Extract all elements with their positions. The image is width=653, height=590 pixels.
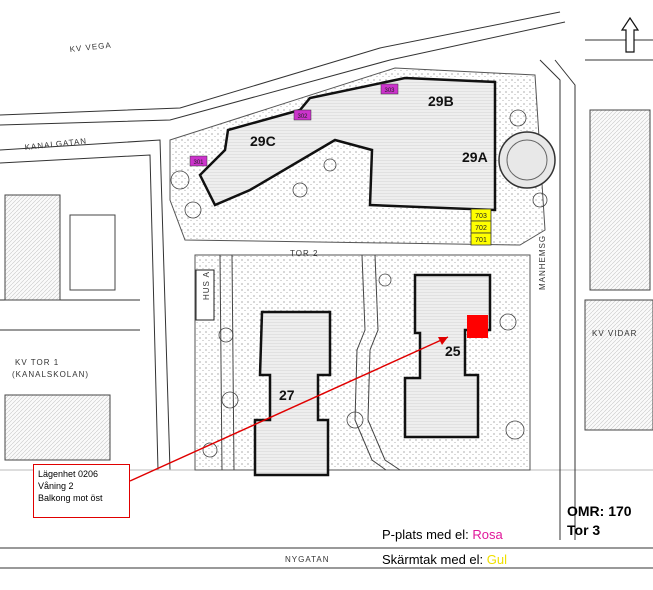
area-omr: OMR: 170 xyxy=(567,503,632,519)
building-label-29b: 29B xyxy=(428,93,454,109)
building-label-29a: 29A xyxy=(462,149,488,165)
legend-roof-label: Skärmtak med el: xyxy=(382,552,487,567)
pink-parking-markers: 301 302 303 xyxy=(189,83,399,167)
pointer-line xyxy=(129,336,449,482)
street-label-manhemsg: MANHEMSG xyxy=(538,235,547,290)
building-29 xyxy=(198,76,497,212)
roof-label-702: 702 xyxy=(475,225,487,232)
building-27 xyxy=(253,310,332,477)
street-label-kv-tor-sub: (KANALSKOLAN) xyxy=(12,370,89,379)
legend-roof-value: Gul xyxy=(486,552,507,567)
street-lines xyxy=(0,11,653,569)
area-info: OMR: 170 Tor 3 xyxy=(567,502,632,540)
apartment-callout: Lägenhet 0206 Våning 2 Balkong mot öst xyxy=(33,464,130,518)
label-hus-a: HUS A xyxy=(202,271,211,300)
yellow-roof-markers: 703 702 701 xyxy=(470,208,492,246)
parking-label-301: 301 xyxy=(193,160,204,166)
building-label-29c: 29C xyxy=(250,133,276,149)
legend-roof: Skärmtak med el: Gul xyxy=(382,552,507,567)
area-tor: Tor 3 xyxy=(567,522,601,538)
callout-apartment: Lägenhet 0206 xyxy=(38,469,99,479)
roof-label-701: 701 xyxy=(475,237,487,244)
roof-label-703: 703 xyxy=(475,213,487,220)
callout-balcony: Balkong mot öst xyxy=(38,493,103,503)
parking-label-303: 303 xyxy=(384,88,395,94)
legend-parking: P-plats med el: Rosa xyxy=(382,527,503,542)
hus-a xyxy=(195,269,215,321)
building-label-25: 25 xyxy=(445,343,461,359)
kv-tor-block xyxy=(4,194,116,461)
parking-label-302: 302 xyxy=(297,114,308,120)
kv-vidar-block xyxy=(584,109,653,431)
callout-floor: Våning 2 xyxy=(38,481,74,491)
label-tor-2: TOR 2 xyxy=(290,249,318,258)
street-label-kv-vega: KV VEGA xyxy=(69,41,112,54)
street-label-nygatan: NYGATAN xyxy=(285,555,329,564)
street-label-kv-tor: KV TOR 1 xyxy=(15,358,59,367)
legend-parking-label: P-plats med el: xyxy=(382,527,473,542)
parking-spot-pink-301 xyxy=(189,155,208,167)
trees xyxy=(170,109,548,458)
pointer-arrowhead xyxy=(438,337,448,345)
target-apartment-marker xyxy=(467,315,488,338)
parking-spot-pink-302 xyxy=(293,109,312,121)
north-arrow-icon xyxy=(620,16,640,53)
roof-spot-yellow-701 xyxy=(470,232,492,246)
street-label-kv-vidar: KV VIDAR xyxy=(592,329,637,338)
legend-parking-value: Rosa xyxy=(472,527,503,542)
building-label-27: 27 xyxy=(279,387,295,403)
parking-spot-pink-303 xyxy=(380,83,399,95)
